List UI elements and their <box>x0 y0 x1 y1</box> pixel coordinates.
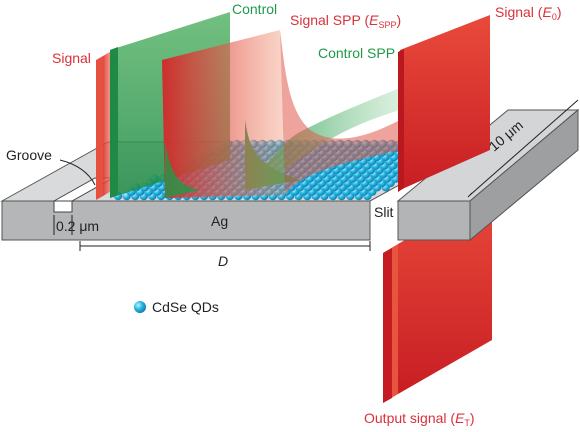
label-groove: Groove <box>6 147 52 163</box>
output-signal-front <box>383 248 392 403</box>
label-width: 0.2 μm <box>56 218 99 234</box>
label-d: D <box>218 253 228 269</box>
label-ag: Ag <box>211 213 228 229</box>
label-signal-left: Signal <box>52 50 91 66</box>
label-output-signal: Output signal (ET) <box>364 410 475 428</box>
signal-e0-wave <box>398 15 490 192</box>
label-signal-e0: Signal (E0) <box>495 4 562 22</box>
label-signal-spp: Signal SPP (ESPP) <box>290 12 401 30</box>
legend-qd-label: CdSe QDs <box>152 299 219 315</box>
legend-qd-dot <box>134 301 146 313</box>
dimension-lines <box>53 99 579 251</box>
ag-right-block <box>396 108 580 242</box>
label-control: Control <box>232 1 277 17</box>
signal-spp-wave <box>162 30 400 198</box>
label-slit: Slit <box>374 204 394 220</box>
label-control-spp: Control SPP <box>318 45 395 61</box>
